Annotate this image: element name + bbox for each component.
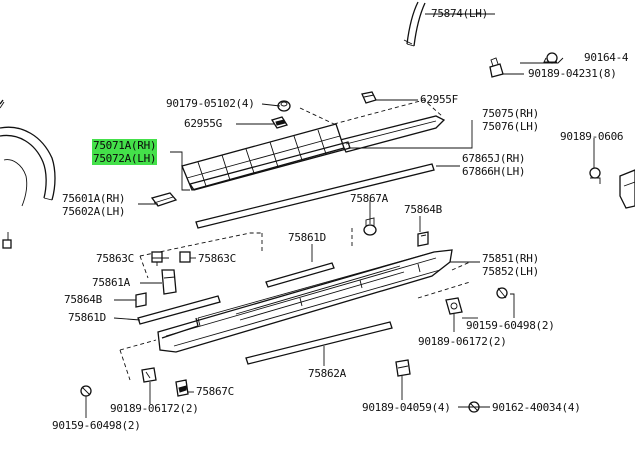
strip-75861A (161, 269, 177, 295)
bracket-75864B-left (135, 292, 147, 308)
fasteners-right (445, 287, 508, 315)
label-62955G: 62955G (184, 117, 222, 130)
label-75601A: 75601A(RH) (62, 192, 126, 205)
highlight-75072A: 75072A(LH) (92, 152, 158, 165)
label-75862A: 75862A (308, 367, 346, 380)
label-75076: 75076(LH) (482, 120, 539, 133)
label-75852: 75852(LH) (482, 265, 539, 278)
label-67866H: 67866H(LH) (462, 165, 526, 178)
label-75864B-top: 75864B (404, 203, 442, 216)
weatherstrip-67865J (195, 163, 435, 229)
clips-75863C (151, 251, 191, 266)
strip-75862A (245, 321, 393, 365)
label-75867C: 75867C (196, 385, 234, 398)
rocker-panel-main (157, 249, 453, 353)
assembly-dashed-frame (119, 228, 471, 381)
leader-lines (85, 13, 595, 418)
bracket-right-edge (589, 167, 635, 209)
label-75072A: 75072A(LH) (92, 152, 158, 165)
clip-62955F (361, 91, 377, 104)
label-75861D-top: 75861D (288, 231, 326, 244)
label-90159-right: 90159-60498(2) (466, 319, 555, 332)
fasteners-lower-left (80, 367, 189, 397)
label-75861A: 75861A (92, 276, 130, 289)
label-90159-left: 90159-60498(2) (52, 419, 141, 432)
end-cap-75601A (150, 192, 178, 207)
label-75602A: 75602A(LH) (62, 205, 126, 218)
label-90189-0606: 90189-0606 (560, 130, 624, 143)
strip-75861D-left (137, 295, 221, 325)
label-90189-04231: 90189-04231(8) (528, 67, 617, 80)
fender-liner-top (403, 1, 426, 47)
label-75851: 75851(RH) (482, 252, 539, 265)
clip-group-top-right (489, 52, 558, 78)
label-75874: 75874(LH) (431, 7, 488, 20)
wheel-arch-molding (0, 99, 56, 249)
label-90189-04059: 90189-04059(4) (362, 401, 451, 414)
label-75863C-left: 75863C (96, 252, 134, 265)
label-62955F: 62955F (420, 93, 458, 106)
label-75075: 75075(RH) (482, 107, 539, 120)
label-75864B-left: 75864B (64, 293, 102, 306)
label-90162: 90162-40034(4) (492, 401, 581, 414)
label-75861D-left: 75861D (68, 311, 106, 324)
rocker-garnish-panel (181, 123, 351, 191)
label-67865J: 67865J(RH) (462, 152, 526, 165)
label-90189-06172-right: 90189-06172(2) (418, 335, 507, 348)
highlight-75071A: 75071A(RH) (92, 139, 158, 152)
strip-75861D-upper (265, 262, 335, 288)
clip-62955G (270, 116, 289, 129)
label-90189-06172-left: 90189-06172(2) (110, 402, 199, 415)
label-75863C-right: 75863C (198, 252, 236, 265)
label-90179: 90179-05102(4) (166, 97, 255, 110)
label-90164: 90164-4 (584, 51, 629, 64)
upper-rocker-molding (299, 99, 446, 153)
nut-90179 (277, 100, 291, 112)
label-75867A: 75867A (350, 192, 388, 205)
label-75071A: 75071A(RH) (92, 139, 158, 152)
bracket-75864B-top (417, 231, 429, 247)
